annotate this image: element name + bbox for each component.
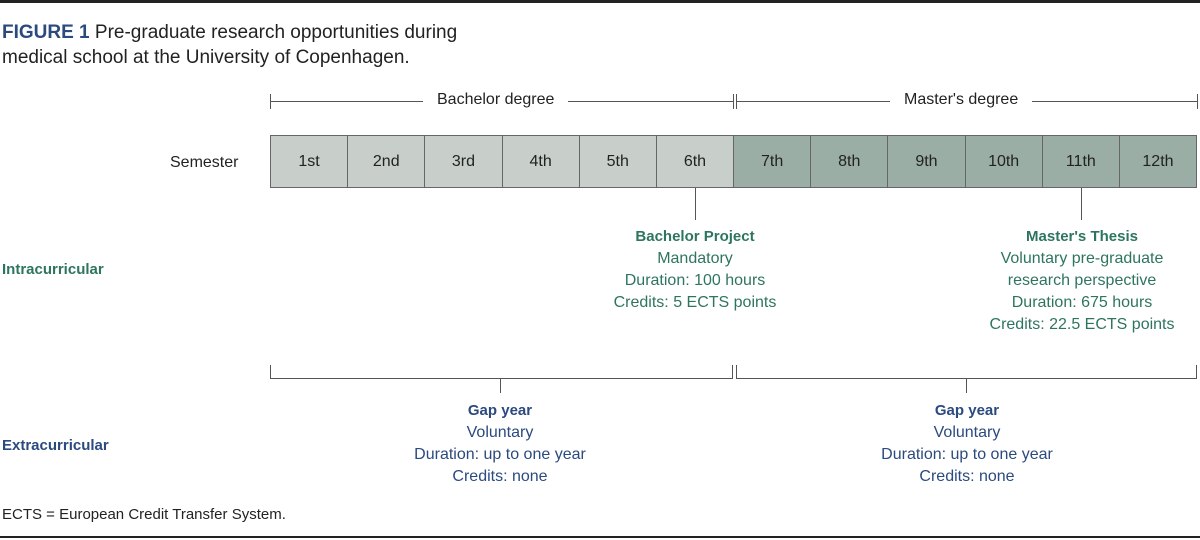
info-line: research perspective: [1007, 272, 1157, 289]
figure-label: FIGURE 1: [2, 22, 90, 43]
figure-caption: Pre-graduate research opportunities duri…: [2, 22, 458, 68]
gap-year-title: Gap year: [467, 402, 533, 419]
bracket-tick: [736, 94, 737, 109]
semester-cell: 2nd: [348, 136, 426, 187]
semester-label: Semester: [170, 154, 239, 171]
masters-thesis-title: Master's Thesis: [1026, 228, 1138, 245]
semester-cell: 1st: [271, 136, 349, 187]
bracket-tick: [270, 94, 271, 109]
semester-cell: 3rd: [425, 136, 503, 187]
bracket-tick: [270, 365, 271, 378]
masters-thesis-box: Master's Thesis Voluntary pre-graduate r…: [962, 226, 1200, 336]
footnote: ECTS = European Credit Transfer System.: [2, 506, 286, 523]
extracurricular-label: Extracurricular: [2, 437, 109, 454]
info-line: Credits: 5 ECTS points: [613, 294, 777, 311]
info-line: Voluntary pre-graduate: [1000, 250, 1164, 267]
info-line: Duration: up to one year: [414, 446, 586, 463]
semester-cell: 8th: [811, 136, 889, 187]
gap-year-bracket-1: [270, 378, 733, 379]
info-line: Duration: up to one year: [881, 446, 1053, 463]
bracket-tick: [966, 378, 967, 393]
info-line: Voluntary: [466, 424, 534, 441]
bachelor-project-connector: [695, 188, 696, 220]
info-line: Duration: 100 hours: [624, 272, 766, 289]
gap-year-box-master: Gap year Voluntary Duration: up to one y…: [847, 400, 1087, 488]
semester-cell: 4th: [502, 136, 580, 187]
semester-cell: 11th: [1042, 136, 1120, 187]
semester-cell: 6th: [656, 136, 735, 187]
info-line: Credits: none: [919, 468, 1015, 485]
bracket-tick: [1197, 94, 1198, 109]
semester-cell: 12th: [1119, 136, 1197, 187]
bachelor-degree-label: Bachelor degree: [423, 91, 569, 109]
bracket-tick: [733, 94, 734, 109]
bracket-tick: [732, 365, 733, 378]
gap-year-title: Gap year: [934, 402, 1000, 419]
bachelor-project-box: Bachelor Project Mandatory Duration: 100…: [595, 226, 795, 314]
top-rule: [0, 0, 1200, 3]
masters-thesis-connector: [1081, 188, 1082, 220]
bracket-tick: [500, 378, 501, 393]
bachelor-project-title: Bachelor Project: [635, 228, 755, 245]
bracket-tick: [736, 365, 737, 378]
info-line: Credits: 22.5 ECTS points: [989, 316, 1175, 333]
semester-cell: 7th: [734, 136, 812, 187]
bracket-tick: [1196, 365, 1197, 378]
semester-cell: 10th: [965, 136, 1043, 187]
info-line: Mandatory: [657, 250, 733, 267]
info-line: Voluntary: [933, 424, 1001, 441]
master-degree-label: Master's degree: [890, 91, 1033, 109]
info-line: Duration: 675 hours: [1011, 294, 1153, 311]
figure-title: FIGURE 1 Pre-graduate research opportuni…: [2, 20, 522, 70]
semester-cell: 9th: [888, 136, 966, 187]
semester-cell: 5th: [579, 136, 657, 187]
info-line: Credits: none: [452, 468, 548, 485]
gap-year-box-bachelor: Gap year Voluntary Duration: up to one y…: [380, 400, 620, 488]
intracurricular-label: Intracurricular: [2, 261, 104, 278]
bottom-rule: [0, 536, 1200, 538]
